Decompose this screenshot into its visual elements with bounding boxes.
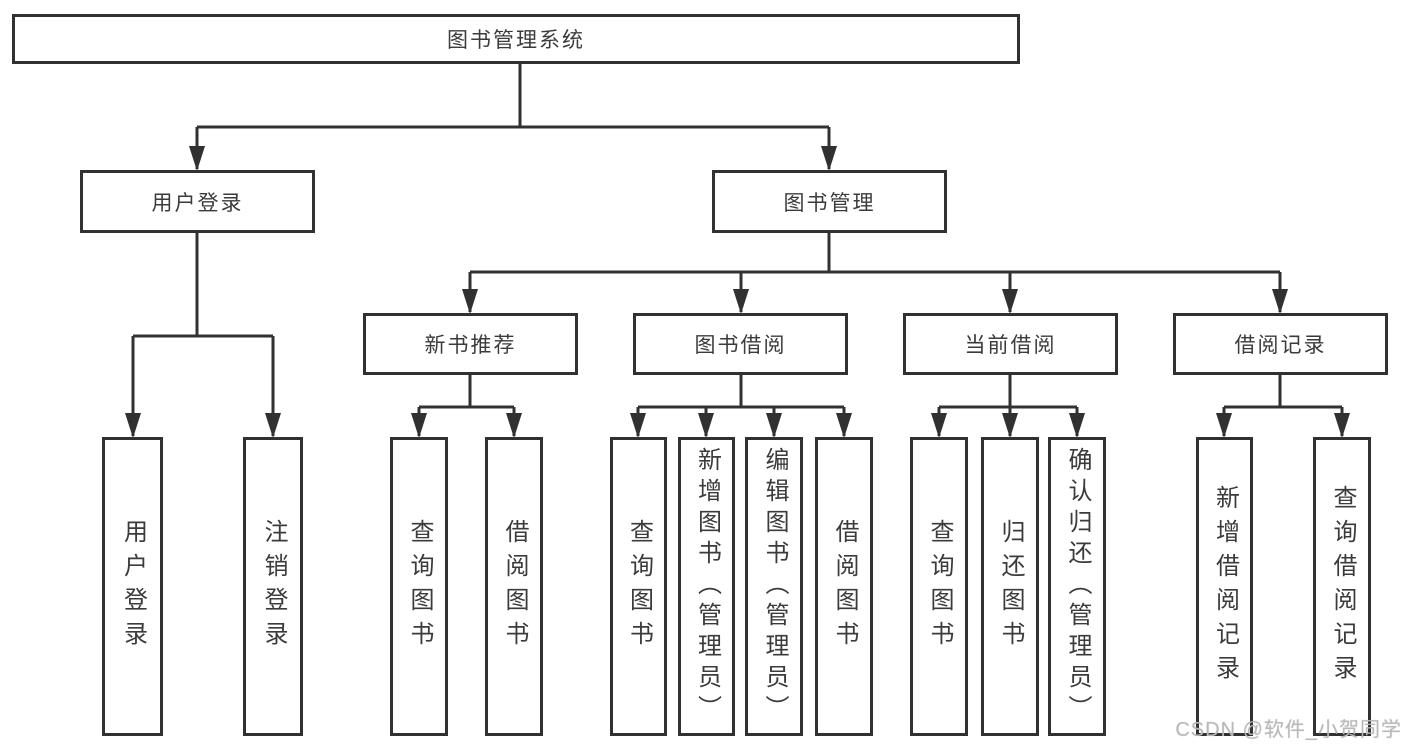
node-book-management: 图书管理 [712, 170, 947, 233]
leaf-edit-book-admin-label: 编辑图书（管理员） [761, 447, 788, 726]
arrowheads [125, 146, 1350, 438]
leaf-edit-book-admin: 编辑图书（管理员） [745, 437, 803, 736]
leaf-add-borrow-record: 新增借阅记录 [1196, 437, 1253, 736]
leaf-add-borrow-record-label: 新增借阅记录 [1211, 484, 1239, 689]
leaf-user-login-label: 用户登录 [119, 518, 147, 655]
leaf-add-book-admin: 新增图书（管理员） [678, 437, 735, 736]
node-book-borrow: 图书借阅 [633, 313, 848, 375]
leaf-query-books-1-label: 查询图书 [406, 518, 433, 655]
leaf-borrow-books-2-label: 借阅图书 [831, 518, 858, 655]
leaf-borrow-books-1-label: 借阅图书 [501, 518, 528, 655]
node-root-label: 图书管理系统 [447, 29, 585, 52]
leaf-add-book-admin-label: 新增图书（管理员） [693, 447, 721, 726]
leaf-query-books-1: 查询图书 [390, 437, 448, 736]
node-borrow-records-label: 借阅记录 [1234, 334, 1327, 357]
leaf-query-books-2: 查询图书 [610, 437, 667, 736]
leaf-query-books-3-label: 查询图书 [926, 518, 953, 655]
node-current-borrow-label: 当前借阅 [964, 334, 1057, 357]
leaf-confirm-return-admin: 确认归还（管理员） [1048, 437, 1106, 736]
leaf-return-book: 归还图书 [981, 437, 1039, 736]
node-current-borrow: 当前借阅 [903, 313, 1118, 375]
node-user-login-label: 用户登录 [151, 191, 244, 215]
leaf-borrow-books-2: 借阅图书 [815, 437, 873, 736]
node-book-management-label: 图书管理 [783, 191, 876, 215]
watermark-text: CSDN @软件_小贺同学 [1175, 719, 1402, 741]
leaf-query-books-3: 查询图书 [910, 437, 968, 736]
leaf-borrow-books-1: 借阅图书 [485, 437, 543, 736]
leaf-logout: 注销登录 [243, 437, 303, 736]
node-new-book-recommend: 新书推荐 [363, 313, 578, 375]
node-borrow-records: 借阅记录 [1173, 313, 1388, 375]
leaf-return-book-label: 归还图书 [997, 518, 1024, 655]
leaf-user-login: 用户登录 [102, 437, 163, 736]
node-new-book-recommend-label: 新书推荐 [424, 334, 517, 357]
leaf-logout-label: 注销登录 [260, 518, 287, 655]
node-book-borrow-label: 图书借阅 [694, 334, 787, 357]
node-user-login: 用户登录 [80, 170, 315, 233]
leaf-confirm-return-admin-label: 确认归还（管理员） [1064, 447, 1091, 726]
node-root: 图书管理系统 [12, 14, 1020, 64]
leaf-query-borrow-record: 查询借阅记录 [1313, 437, 1371, 736]
leaf-query-books-2-label: 查询图书 [625, 518, 653, 655]
leaf-query-borrow-record-label: 查询借阅记录 [1329, 484, 1356, 689]
